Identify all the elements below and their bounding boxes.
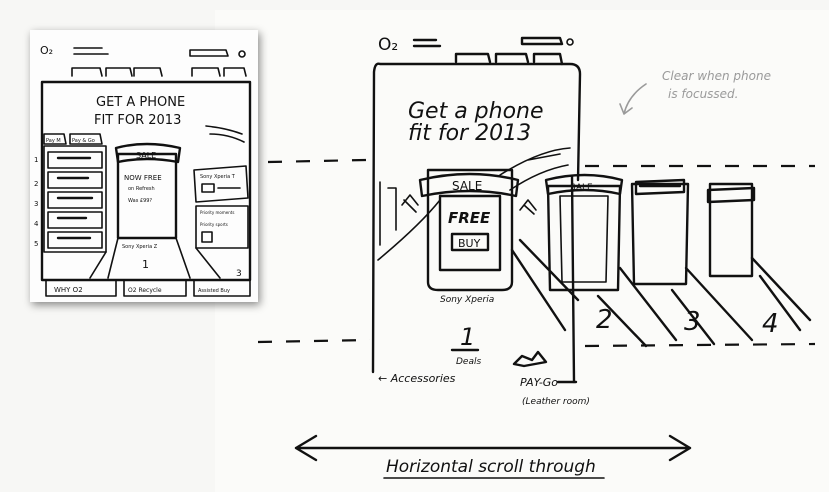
panel-4-perspective [750, 256, 812, 332]
ref-perspective-lines [89, 237, 221, 279]
ref-row-4: 4 [34, 220, 39, 228]
annotation-line-1: Clear when phone [662, 69, 771, 83]
panel-2-perspective [596, 266, 678, 348]
signal-bars [412, 38, 442, 48]
guide-line-bottom-right [584, 342, 816, 348]
panel-4-phone[interactable] [708, 182, 754, 278]
panel-number-3: 3 [684, 307, 701, 337]
sneaker-icon [512, 350, 548, 368]
panel-4-scribble [706, 186, 756, 204]
ref-row-2: 2 [34, 180, 38, 188]
ref-list-tabs [43, 133, 103, 145]
panel-1-sub-label: Deals [456, 357, 481, 367]
panel-3-scribble [634, 178, 686, 196]
brand-logo: O₂ [378, 35, 398, 55]
buy-button[interactable] [450, 232, 490, 252]
palm-tree-right [519, 199, 537, 215]
top-tab-3[interactable] [532, 52, 564, 66]
palm-tree-left [401, 194, 419, 213]
phone-caption: Sony Xperia [440, 295, 494, 305]
panel-1-perspective [510, 238, 580, 332]
top-tab-2[interactable] [494, 52, 530, 64]
scenery-left [377, 181, 441, 261]
ref-tab-1: Pay M [46, 138, 61, 144]
annotation-arrow [619, 83, 647, 115]
ref-panel-1: 1 [142, 258, 149, 271]
phone-frame [371, 62, 582, 384]
battery-icon [520, 36, 564, 46]
featured-phone-screen [438, 194, 502, 272]
guide-line-top-left [267, 158, 367, 164]
ref-sale-label: SALE [136, 151, 156, 160]
ref-status-bar [73, 47, 229, 57]
ref-stadium-lines [205, 125, 245, 143]
ref-tab-recycle: O2 Recycle [128, 287, 162, 294]
horizontal-scroll-arrow [294, 434, 692, 462]
ref-headline-2: FIT FOR 2013 [94, 113, 181, 128]
ref-row-1: 1 [34, 156, 38, 164]
ref-tab-2: Pay & Go [72, 138, 95, 144]
buy-button-label: BUY [458, 237, 481, 250]
ref-row-3: 3 [34, 200, 38, 208]
ref-brand-logo: O₂ [40, 44, 53, 57]
payg-label[interactable]: PAY-Go [520, 376, 558, 389]
free-label: FREE [448, 209, 491, 227]
payg-sub-label: (Leather room) [522, 397, 590, 407]
ref-card-1 [193, 165, 249, 203]
scroll-label: Horizontal scroll through [386, 457, 596, 477]
ref-tab-assisted: Assisted Buy [198, 288, 230, 294]
headline-line-1: Get a phone [408, 99, 544, 124]
sale-tag-label: SALE [452, 179, 482, 193]
ref-bottom-tabs [45, 279, 251, 297]
ref-headline-1: GET A PHONE [96, 95, 185, 110]
ref-list-rows [47, 151, 103, 249]
panel-2-sale-tag [544, 173, 624, 196]
ref-priority-1: Priority moments [200, 210, 234, 215]
panel-3-perspective [670, 266, 754, 346]
reference-sketch-photo: O₂ GET A PHONE FIT FOR 2013 Pay M Pay & … [30, 30, 258, 302]
ref-phone-caption: Sony Xperia Z [122, 244, 158, 250]
ref-list-scribbles [56, 156, 94, 240]
ref-priority-2: Priority sports [200, 222, 228, 227]
accessories-link[interactable]: ← Accessories [378, 372, 456, 385]
ref-featured-phone [116, 152, 178, 240]
reference-sketch: O₂ GET A PHONE FIT FOR 2013 Pay M Pay & … [34, 44, 252, 297]
ref-sale-tag [114, 142, 182, 164]
ref-offer-2: on Refresh [128, 186, 155, 192]
whiteboard-background [215, 10, 829, 492]
ref-card-2 [195, 205, 249, 249]
panel-3-phone[interactable] [630, 182, 690, 286]
status-dot-icon [566, 38, 574, 46]
panel-number-4: 4 [762, 309, 779, 339]
headline-line-2: fit for 2013 [408, 121, 531, 146]
ref-offer-3: Was £99? [128, 198, 152, 204]
panel-2-screen [559, 195, 609, 283]
ref-top-tabs [71, 67, 247, 77]
ref-panel-3: 3 [236, 269, 242, 279]
panel-2-phone[interactable] [546, 184, 622, 292]
ref-checkbox-icon [201, 231, 213, 243]
annotation-line-2: is focussed. [668, 87, 739, 101]
ref-row-5: 5 [34, 240, 38, 248]
top-tab-1[interactable] [454, 52, 492, 64]
featured-phone[interactable] [426, 168, 514, 292]
ref-card-content [201, 183, 241, 193]
ref-status-dot-icon [238, 50, 246, 58]
panel-number-1: 1 [460, 323, 475, 351]
guide-line-bottom-left [257, 338, 371, 344]
ref-offer-1: NOW FREE [124, 174, 162, 182]
ref-tab-why-o2: WHY O2 [54, 286, 83, 294]
sale-tag-banner [418, 172, 520, 198]
panel-2-sale-label: SALE [570, 183, 593, 193]
ref-card-title: Sony Xperia T [200, 174, 236, 180]
panel-number-2: 2 [596, 305, 613, 335]
